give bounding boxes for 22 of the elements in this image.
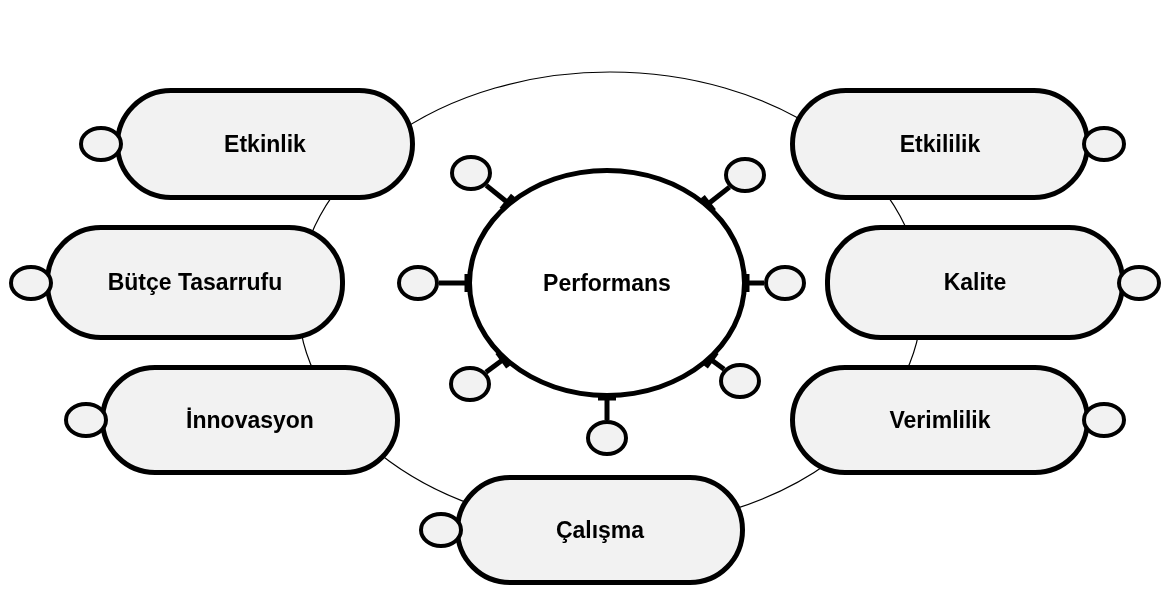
node-label: Etkililik <box>899 130 981 158</box>
small-circle <box>419 512 463 548</box>
node-label: Kalite <box>943 269 1007 296</box>
small-circle <box>719 363 761 399</box>
node-label: Verimlilik <box>889 406 991 434</box>
node-label: İnnovasyon <box>186 406 314 434</box>
small-circle <box>764 265 806 301</box>
small-circle <box>397 265 439 301</box>
node-label: Çalışma <box>555 516 645 544</box>
node-label: Performans <box>543 269 671 297</box>
node-label: Bütçe Tasarrufu <box>107 269 283 296</box>
small-circle <box>449 366 491 402</box>
small-circle <box>9 264 53 301</box>
small-circle <box>79 126 123 162</box>
small-circle <box>1082 402 1126 438</box>
small-circle <box>586 420 628 456</box>
small-circle <box>450 155 492 191</box>
small-circle <box>1117 264 1161 301</box>
node-label: Etkinlik <box>224 130 306 158</box>
small-circle <box>64 402 108 438</box>
small-circle <box>724 157 766 193</box>
small-circle <box>1082 126 1126 162</box>
